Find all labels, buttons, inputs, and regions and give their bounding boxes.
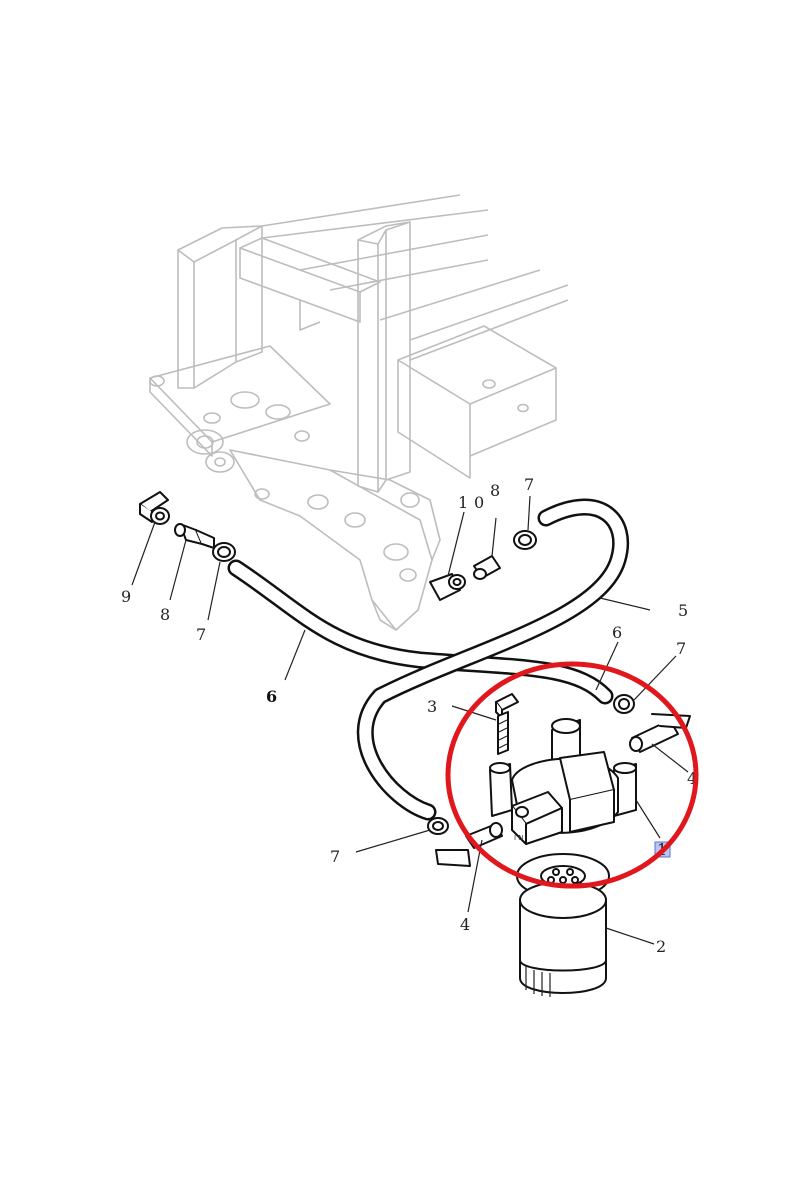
highlight-circle [445,661,699,889]
callout-6-upper: 6 [612,623,622,642]
hose-clamp-7-right [613,694,635,714]
hose-5 [356,498,630,821]
callout-5: 5 [678,601,688,620]
callout-4-right: 4 [687,769,697,788]
callout-1-upper: 1 [458,493,468,512]
elbow-fitting-1 [429,573,466,601]
callout-2: 2 [656,937,666,956]
callout-7-right: 7 [676,639,686,658]
filter-head-1 [489,718,637,845]
callout-7-lower: 7 [330,847,340,866]
callout-7-top: 7 [524,475,534,494]
callout-7-left: 7 [196,625,206,644]
callout-8-left: 8 [160,605,170,624]
callout-6-lower: 6 [266,687,277,706]
chassis-frame [149,194,569,631]
callout-4-lower: 4 [460,915,470,934]
elbow-fitting-9 [139,491,170,525]
filter-head-stamp: I N [514,834,524,842]
hose-clamp-7-top [513,530,537,550]
callout-9: 9 [121,587,131,606]
bolt-3 [495,693,519,755]
filter-cartridge-2 [516,853,610,997]
hose-clamp-7-left [212,542,236,562]
callout-0: 0 [474,493,484,512]
union-fitting-8-left [174,523,215,549]
callout-8-right: 8 [490,481,500,500]
callout-3: 3 [427,697,437,716]
hose-6-long [227,559,614,705]
union-fitting-8-right [473,555,501,580]
hose-clamp-7-lower [427,817,449,835]
